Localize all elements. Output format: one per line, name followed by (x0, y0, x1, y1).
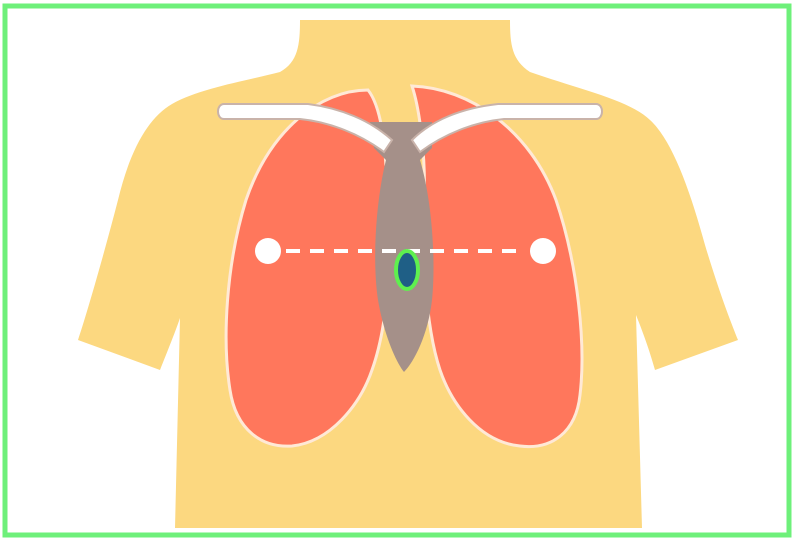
left-nipple (255, 238, 281, 264)
right-nipple (530, 238, 556, 264)
compression-point (396, 251, 418, 289)
